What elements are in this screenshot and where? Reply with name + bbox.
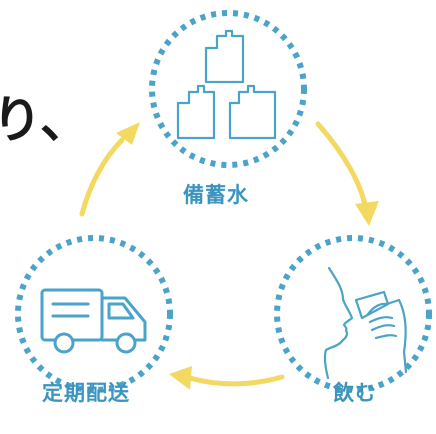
stacked-water-bottles-icon	[176, 29, 277, 140]
drink-circle	[274, 235, 432, 393]
arrow-drink-to-delivery	[169, 366, 285, 390]
arrow-delivery-to-stockpile	[79, 122, 140, 217]
cut-off-heading-text: り、	[0, 91, 90, 149]
stockpile-label: 備蓄水	[183, 183, 249, 207]
stockpile-circle	[149, 10, 307, 168]
delivery-label: 定期配送	[42, 381, 130, 405]
arrow-stockpile-to-drink	[315, 121, 379, 226]
delivery-truck-icon	[40, 288, 147, 354]
delivery-circle	[15, 235, 173, 393]
drinking-person-icon	[323, 266, 408, 380]
drink-label: 飲む	[333, 381, 377, 405]
